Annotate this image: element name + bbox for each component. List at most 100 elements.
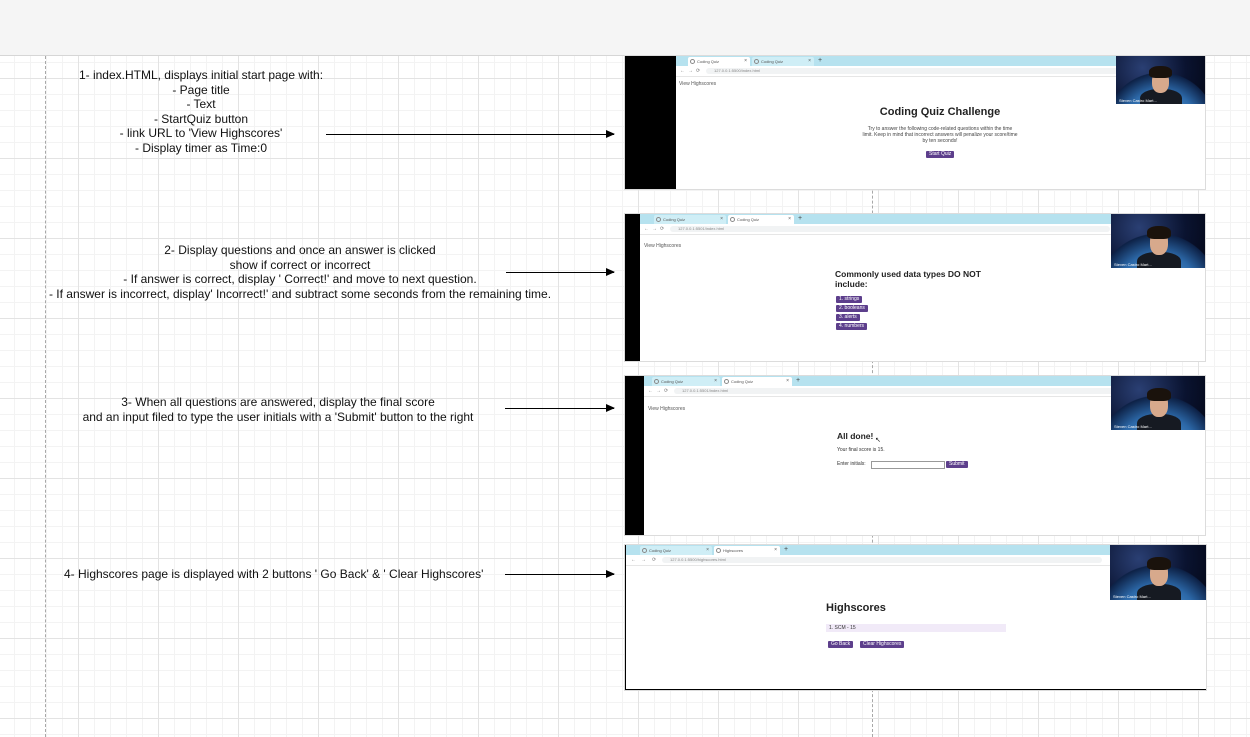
answer-button[interactable]: 1. strings [836,296,863,303]
globe-icon [690,59,695,64]
browser-tab[interactable]: Coding Quiz× [652,377,720,386]
webcam-name: Steven Castro Mart... [1114,262,1152,267]
forward-icon[interactable]: → [641,557,646,563]
reload-icon[interactable]: ⟳ [664,388,669,394]
forward-icon[interactable]: → [688,68,693,74]
webcam-overlay: Steven Castro Mart... [1110,545,1206,600]
browser-tab-strip: Coding Quiz× Coding Quiz× + [644,376,1205,386]
answer-button[interactable]: 3. alerts [836,314,860,321]
forward-icon[interactable]: → [652,226,657,232]
address-field[interactable]: 127.0.0.1:5500/index.html [706,68,1176,74]
tab-label: Coding Quiz [649,548,672,553]
question-line: Commonly used data types DO NOT [835,269,981,279]
browser-tab[interactable]: Coding Quiz × [640,546,712,555]
submit-button[interactable]: Submit [946,461,968,468]
browser-tab[interactable]: Coding Quiz × [722,377,792,386]
guide-line [45,56,46,737]
close-icon[interactable]: × [714,378,717,384]
close-icon[interactable]: × [786,378,789,384]
intro-line: by ten seconds! [922,138,958,144]
note-line: show if correct or incorrect [229,257,371,272]
note-line: - link URL to 'View Highscores' [119,126,283,140]
new-tab-icon[interactable]: + [798,215,803,222]
black-sidebar [625,56,676,189]
close-icon[interactable]: × [808,58,811,64]
browser-tab-strip: Coding Quiz× Coding Quiz× + [640,214,1205,224]
close-icon[interactable]: × [744,58,747,64]
reload-icon[interactable]: ⟳ [652,557,657,563]
note-line: - If answer is correct, display ' Correc… [123,272,477,286]
globe-icon [754,59,759,64]
note-line: 2- Display questions and once an answer … [164,243,436,257]
close-icon[interactable]: × [774,547,777,553]
webcam-person [1137,584,1181,600]
address-field[interactable]: 127.0.0.1:5501/index.html [670,226,1110,232]
browser-tab[interactable]: Coding Quiz × [752,57,814,66]
tab-label: Coding Quiz [731,379,754,384]
globe-icon [642,548,647,553]
browser-url-bar: ← → ⟳ 127.0.0.1:5500/index.html [676,66,1205,77]
note-line: 3- When all questions are answered, disp… [121,395,435,409]
step-4-arrow [505,570,615,578]
final-score-text: Your final score is 15. [837,447,885,453]
note-line: - Page title [172,82,230,97]
clear-highscores-button[interactable]: Clear Highscores [860,641,905,648]
answer-button[interactable]: 4. numbers [836,323,868,330]
step-1-note: 1- index.HTML, displays initial start pa… [78,68,324,155]
close-icon[interactable]: × [788,216,791,222]
view-highscores-link[interactable]: View Highscores [644,243,682,249]
note-line: - Display timer as Time:0 [134,140,268,155]
back-icon[interactable]: ← [644,226,649,232]
intro-line: limit. Keep in mind that incorrect answe… [862,132,1018,138]
browser-tab[interactable]: Highscores × [714,546,780,555]
step-3-screenshot: Coding Quiz× Coding Quiz× + ← → ⟳ 127.0.… [625,376,1205,535]
initials-label: Enter initials: [837,461,866,467]
step-1-arrow [326,130,615,138]
new-tab-icon[interactable]: + [818,57,823,64]
step-1-screenshot: Coding Quiz× Coding Quiz× + ← → ⟳ 127.0.… [625,56,1205,189]
step-2-note: 2- Display questions and once an answer … [45,243,555,301]
back-icon[interactable]: ← [631,557,636,563]
step-4-note: 4- Highscores page is displayed with 2 b… [64,567,486,582]
intro-line: Try to answer the following code-related… [867,126,1013,132]
webcam-hair [1147,557,1171,570]
view-highscores-link[interactable]: View Highscores [648,406,686,412]
view-highscores-link[interactable]: View Highscores [679,81,717,87]
webcam-person [1140,89,1182,104]
new-tab-icon[interactable]: + [784,546,789,553]
start-quiz-button[interactable]: Start Quiz [926,151,955,158]
tab-label: Coding Quiz [761,59,784,64]
answer-button[interactable]: 2. booleans [836,305,868,312]
globe-icon [716,548,721,553]
go-back-button[interactable]: Go Back [828,641,854,648]
note-line: 4- Highscores page is displayed with 2 b… [64,567,484,581]
browser-tab[interactable]: Coding Quiz× [654,215,726,224]
close-icon[interactable]: × [706,547,709,553]
forward-icon[interactable]: → [656,388,661,394]
address-field[interactable]: 127.0.0.1:5500/highscores.html [662,557,1102,563]
address-field[interactable]: 127.0.0.1:5501/index.html [674,388,1114,394]
note-line: and an input filed to type the user init… [82,409,474,424]
globe-icon [654,379,659,384]
webcam-overlay: Steven Castro Mart... [1116,56,1205,104]
browser-tab[interactable]: Coding Quiz× [728,215,794,224]
reload-icon[interactable]: ⟳ [696,68,701,74]
note-line: - If answer is incorrect, display' Incor… [48,286,552,301]
browser-tab-strip: Coding Quiz× Coding Quiz× + [676,56,1205,66]
close-icon[interactable]: × [720,216,723,222]
webcam-overlay: Steven Castro Mart... [1111,376,1205,430]
back-icon[interactable]: ← [648,388,653,394]
initials-input[interactable] [871,461,945,469]
back-icon[interactable]: ← [680,68,685,74]
step-2-arrow [506,268,615,276]
black-sidebar [625,376,644,535]
webcam-hair [1147,388,1171,401]
question-text: Commonly used data types DO NOT include: [835,269,981,289]
tab-label: Highscores [723,548,744,553]
reload-icon[interactable]: ⟳ [660,226,665,232]
black-sidebar [625,214,640,361]
browser-tab[interactable]: Coding Quiz× [688,57,750,66]
globe-icon [730,217,735,222]
new-tab-icon[interactable]: + [796,377,801,384]
note-line: - StartQuiz button [153,111,249,126]
